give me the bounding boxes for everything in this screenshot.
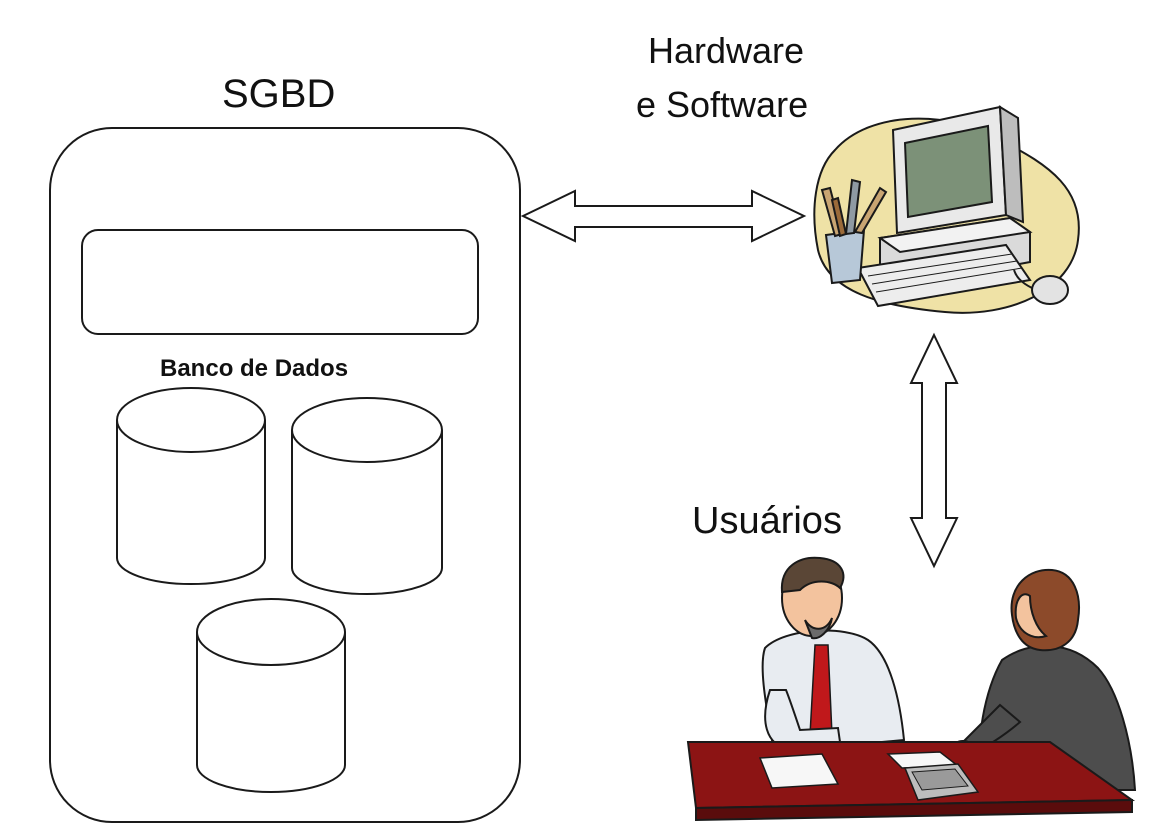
sgbd-inner-panel bbox=[81, 229, 479, 335]
database-cylinder-1 bbox=[116, 387, 266, 585]
double-arrow-vertical bbox=[909, 332, 959, 569]
database-label: Banco de Dados bbox=[160, 355, 349, 382]
hardware-label: Hardware bbox=[648, 30, 805, 71]
software-label: e Software bbox=[636, 84, 809, 125]
double-arrow-horizontal bbox=[520, 189, 807, 243]
sgbd-title: SGBD bbox=[222, 72, 336, 116]
computer-clipart-icon bbox=[813, 105, 1080, 314]
sgbd-container bbox=[49, 127, 521, 823]
business-meeting-clipart-icon bbox=[686, 556, 1137, 822]
users-label: Usuários bbox=[692, 500, 842, 542]
database-cylinder-2 bbox=[291, 397, 443, 595]
database-cylinder-3 bbox=[196, 598, 346, 793]
